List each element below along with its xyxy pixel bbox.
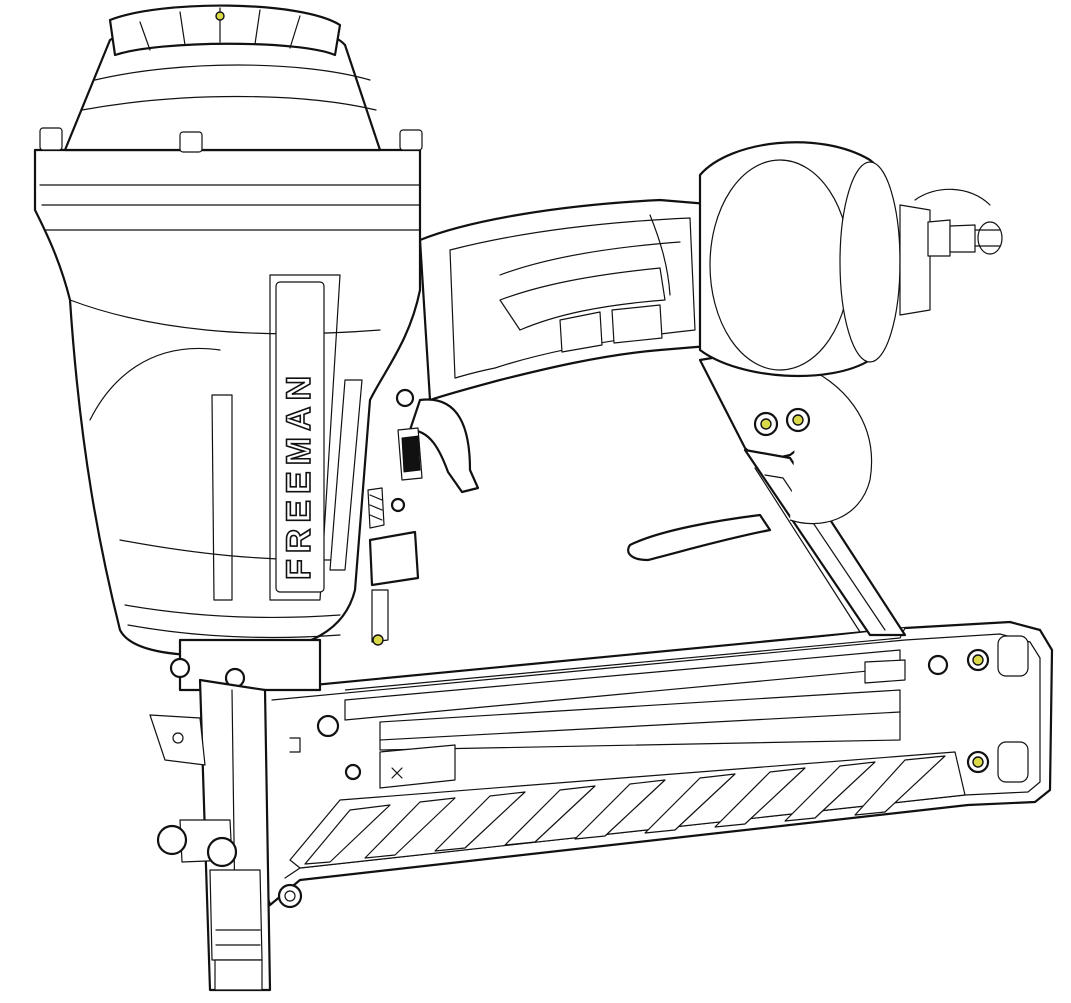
magazine-ribs bbox=[304, 755, 946, 865]
brand-mark: FREEMAN bbox=[275, 281, 325, 593]
rear-cap bbox=[698, 141, 931, 378]
top-cap bbox=[39, 4, 423, 153]
handle-grip bbox=[418, 198, 722, 402]
air-fitting bbox=[914, 188, 1003, 257]
magazine bbox=[260, 620, 1054, 909]
bracket-bolt bbox=[753, 407, 811, 437]
trigger bbox=[367, 388, 480, 646]
rear-support bbox=[627, 348, 907, 637]
brand-text: FREEMAN bbox=[280, 370, 318, 580]
cylinder-body bbox=[33, 148, 422, 692]
nose-assembly bbox=[149, 678, 272, 992]
